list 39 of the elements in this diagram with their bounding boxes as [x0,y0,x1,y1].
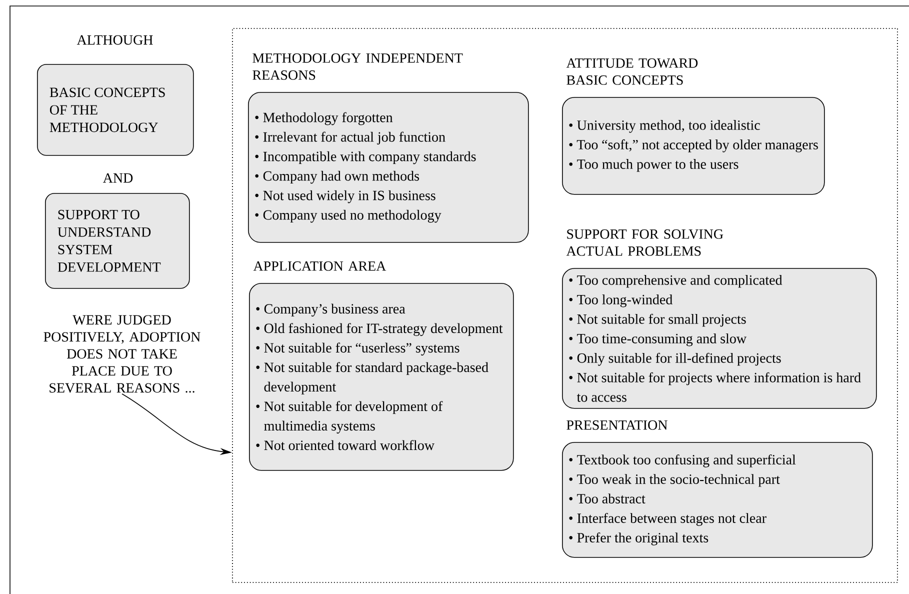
section-heading: PRESENTATION [566,420,668,430]
bullet-item: • Methodology forgotten [255,112,393,126]
concept-box [37,64,194,156]
bullet-item: • Company had own methods [255,170,420,184]
bullet-item: • Textbook too confusing and superficial [569,454,796,468]
bullet-item: • Not suitable for standard package-based development [256,362,488,394]
statement-text: WERE JUDGED POSITIVELY, ADOPTION DOES NOT TAKE PLACE DUE TO SEVERAL REASONS ... [44,315,200,393]
concept-box [45,193,190,289]
bullet-item: • Too time-consuming and slow [569,333,746,346]
bullet-item: • Only suitable for ill-defined projects [569,352,781,366]
bullet-item: • Too long-winded [569,294,672,308]
bullet-item: • Prefer the original texts [569,532,708,546]
dotted-frame [232,28,898,583]
box-text: BASIC CONCEPTS OF THE METHODOLOGY [50,88,165,132]
bullet-item: • Not oriented toward workflow [256,440,434,450]
bullet-item: • Too “soft,” not accepted by older managers [569,139,818,152]
box-text: SUPPORT TO UNDERSTAND SYSTEM DEVELOPMENT [58,210,161,272]
bullet-item: • Too much power to the users [569,159,738,172]
bullet-item: • Old fashioned for IT-strategy development [256,323,503,336]
bullet-item: • Not suitable for “userless” systems [256,342,460,356]
section-heading: APPLICATION AREA [253,261,386,271]
section-heading: SUPPORT FOR SOLVING ACTUAL PROBLEMS [566,229,724,256]
section-heading: METHODOLOGY INDEPENDENT REASONS [252,53,463,80]
bullet-item: • Not suitable for development of multimedia systems [256,401,443,434]
bullet-item: • Interface between stages not clear [569,512,766,526]
bullet-item: • Not suitable for small projects [569,314,746,327]
connector-word: ALTHOUGH [76,35,153,45]
bullet-item: • Company used no methodology [255,210,442,223]
bullet-item: • Not suitable for projects where information is hard to access [569,372,861,402]
bullet-item: • University method, too idealistic [569,120,760,133]
bullet-item: • Company’s business area [256,304,406,316]
bullet-item: • Incompatible with company standards [255,151,476,164]
bullet-item: • Irrelevant for actual job function [255,132,446,145]
bullet-item: • Not used widely in IS business [255,190,436,204]
bullet-item: • Too abstract [569,494,646,504]
section-heading: ATTITUDE TOWARD BASIC CONCEPTS [566,58,698,85]
bullet-item: • Too comprehensive and complicated [569,274,782,288]
connector-word: AND [102,173,133,183]
bullet-item: • Too weak in the socio-technical part [569,474,780,487]
